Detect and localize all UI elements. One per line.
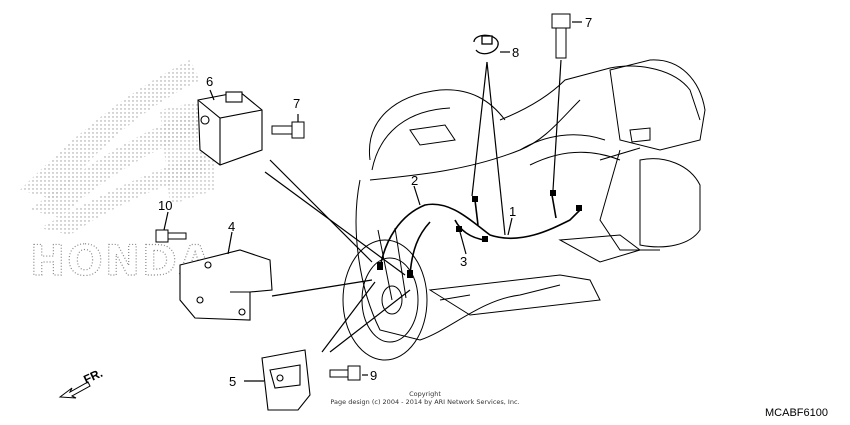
callout-3: 3 bbox=[460, 254, 467, 269]
harness-connectors bbox=[377, 190, 582, 278]
leader-lines bbox=[163, 21, 582, 382]
sensor-unit-part bbox=[197, 91, 263, 166]
bracket-part bbox=[179, 249, 273, 321]
honda-wing-watermark: HONDA bbox=[20, 60, 215, 286]
callout-7-right: 7 bbox=[585, 15, 592, 30]
copyright-notice: Copyright Page design (c) 2004 - 2014 by… bbox=[330, 390, 519, 406]
front-direction-indicator: FR. bbox=[58, 366, 105, 399]
cover-part bbox=[261, 349, 311, 411]
copyright-line-1: Copyright bbox=[409, 390, 441, 398]
wire-harness bbox=[379, 194, 581, 276]
front-arrow-icon bbox=[58, 381, 91, 399]
front-direction-label: FR. bbox=[81, 366, 104, 387]
callout-5: 5 bbox=[229, 374, 236, 389]
callout-1: 1 bbox=[509, 204, 516, 219]
callout-6: 6 bbox=[206, 74, 213, 89]
bolt-part-7-left bbox=[271, 121, 305, 139]
bolt-part-7-right bbox=[551, 13, 571, 59]
callout-10: 10 bbox=[158, 198, 172, 213]
callout-9: 9 bbox=[370, 368, 377, 383]
callout-2: 2 bbox=[411, 173, 418, 188]
bolt-part-10 bbox=[155, 229, 187, 243]
callout-4: 4 bbox=[228, 219, 235, 234]
callout-7-left: 7 bbox=[293, 96, 300, 111]
clip-part bbox=[473, 34, 499, 55]
motorcycle-outline bbox=[342, 59, 706, 361]
bolt-part-9 bbox=[329, 365, 361, 381]
callout-8: 8 bbox=[512, 45, 519, 60]
diagram-code: MCABF6100 bbox=[765, 407, 828, 419]
copyright-line-2: Page design (c) 2004 - 2014 by ARI Netwo… bbox=[330, 398, 519, 406]
callout-numbers: 1 2 3 4 5 6 7 7 8 9 10 bbox=[158, 15, 592, 389]
